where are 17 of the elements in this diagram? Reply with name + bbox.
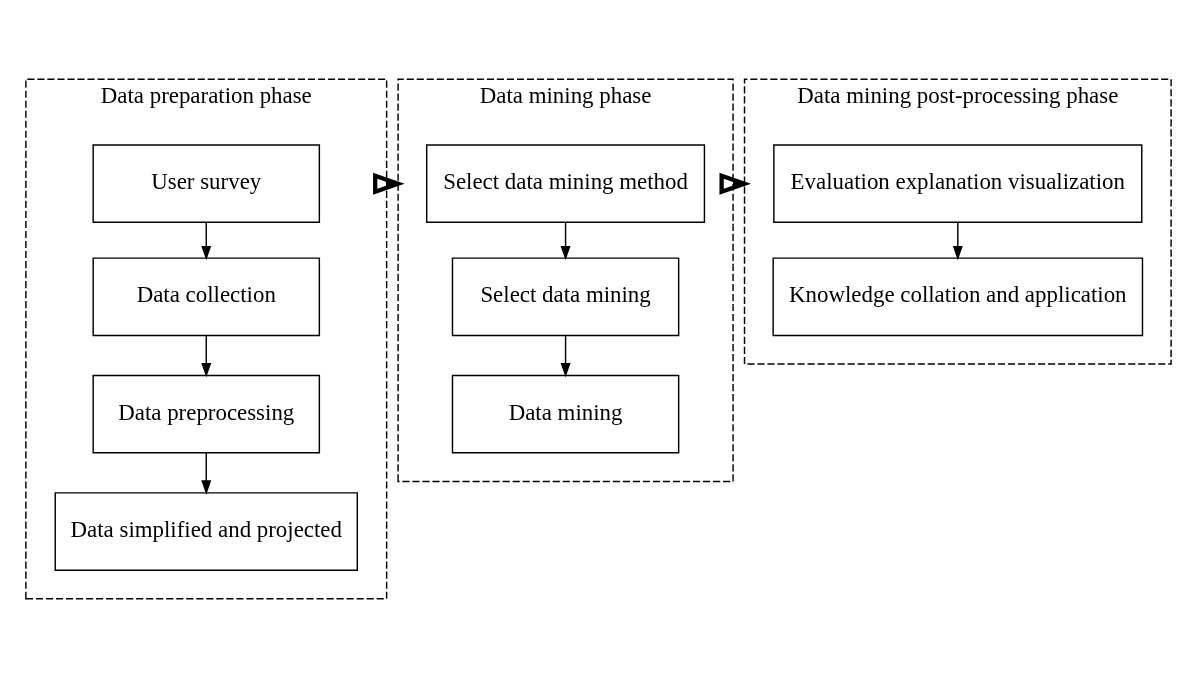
arrow xyxy=(952,221,963,260)
node-box: Data mining xyxy=(451,374,680,454)
arrow xyxy=(719,172,751,195)
arrow xyxy=(201,451,212,495)
node-box: Select data mining method xyxy=(426,143,706,223)
arrow xyxy=(560,221,571,260)
node-box: Data collection xyxy=(92,256,321,336)
node-box: Evaluation explanation visualization xyxy=(773,143,1143,223)
node-box: Data preprocessing xyxy=(92,374,321,454)
node-box: User survey xyxy=(92,143,321,223)
arrow xyxy=(373,172,405,195)
node-box: Data simplified and projected xyxy=(54,491,358,571)
arrow xyxy=(201,334,212,377)
arrow xyxy=(560,334,571,377)
arrow xyxy=(201,221,212,260)
node-box: Select data mining xyxy=(451,256,680,336)
node-box: Knowledge collation and application xyxy=(772,256,1144,336)
